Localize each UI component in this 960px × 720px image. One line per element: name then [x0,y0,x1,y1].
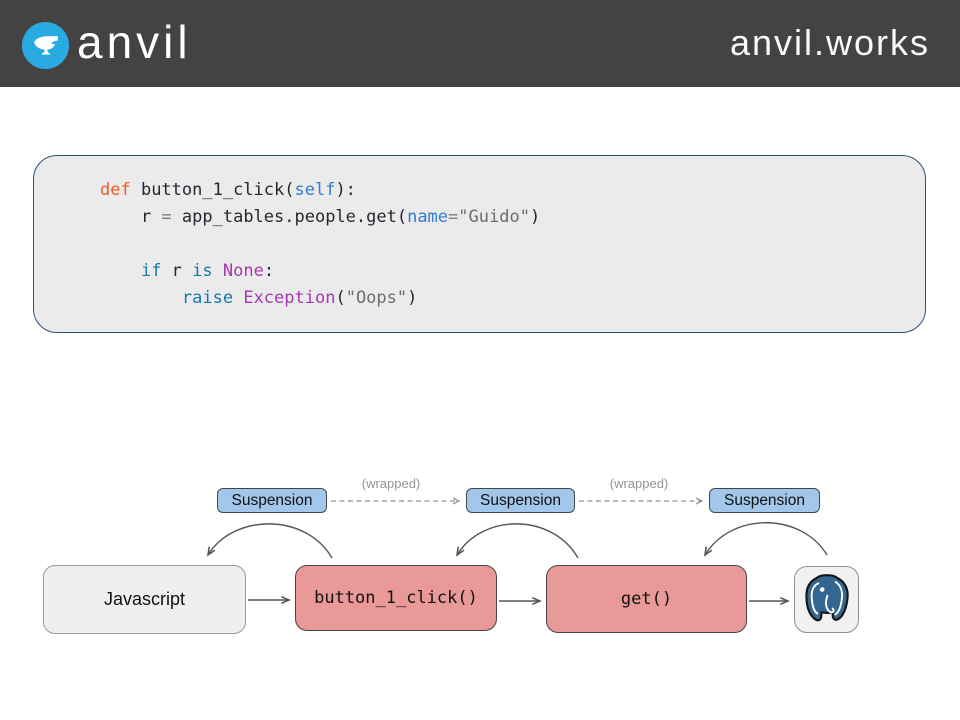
code-panel: def button_1_click(self): r = app_tables… [33,155,926,333]
wrapped-label-1: (wrapped) [361,476,421,491]
javascript-box: Javascript [43,565,246,634]
button-click-box: button_1_click() [295,565,497,631]
header-bar: anvil anvil.works [0,0,960,87]
site-wordmark: anvil.works [729,22,930,63]
anvil-logo: anvil [22,19,192,71]
suspension-label: Suspension [479,491,561,509]
arc-postgres-to-get [703,522,828,557]
postgresql-elephant-icon [804,573,849,621]
button-click-box-label: button_1_click() [314,588,478,608]
get-box: get() [546,565,747,633]
suspension-label: Suspension [723,491,805,509]
postgres-box [794,566,859,633]
brand-wordmark: anvil [77,16,192,68]
javascript-box-label: Javascript [103,589,186,609]
wrapped-label-2: (wrapped) [609,476,669,491]
suspension-box-3: Suspension [709,488,820,513]
anvil-logo-circle [22,21,69,69]
arc-button-to-javascript [206,523,333,559]
arc-get-to-button [455,523,579,559]
suspension-box-2: Suspension [466,488,575,513]
anvil-icon [33,36,58,55]
get-box-label: get() [620,589,673,609]
suspension-box-1: Suspension [217,488,327,513]
suspension-label: Suspension [231,491,313,509]
code-block: def button_1_click(self): r = app_tables… [100,180,541,308]
